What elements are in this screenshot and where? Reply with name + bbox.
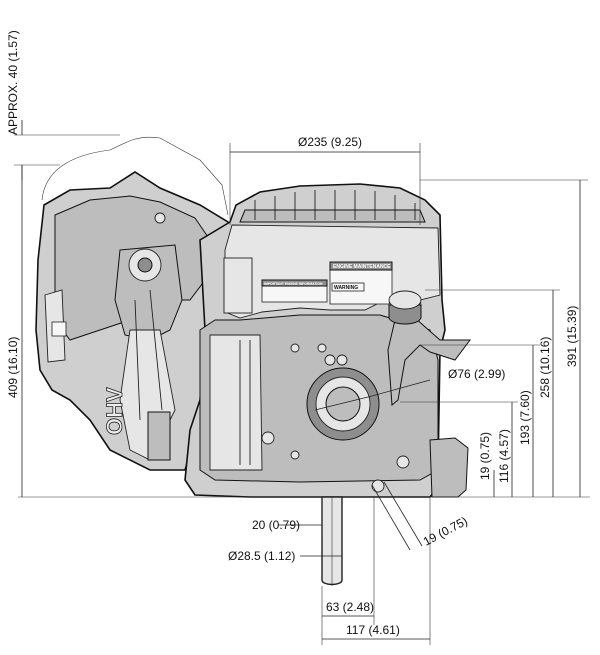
air-cleaner-ghost-outline <box>41 136 229 216</box>
approx-40-label: APPROX. 40 (1.57) <box>6 30 20 135</box>
engine-maintenance-text: ENGINE MAINTENANCE <box>333 264 391 270</box>
height-19-label: 19 (0.75) <box>478 432 492 480</box>
ohv-logo: OHV <box>102 387 128 436</box>
diameter-76-label: Ø76 (2.99) <box>448 367 505 381</box>
important-info-text: IMPORTANT ENGINE INFORMATION <box>264 282 323 286</box>
height-391-label: 391 (15.39) <box>565 306 579 367</box>
width-63-label: 63 (2.48) <box>326 600 374 614</box>
carburetor-linkage <box>114 244 183 461</box>
shaft-offset-label: 20 (0.79) <box>252 518 300 532</box>
dimension-lines <box>14 120 590 645</box>
width-117-label: 117 (4.61) <box>346 623 400 637</box>
height-116-label: 116 (4.57) <box>497 429 511 483</box>
crankshaft <box>321 496 343 586</box>
oil-fill-cap <box>387 290 471 407</box>
overall-height-label: 409 (16.10) <box>6 337 20 398</box>
pto-boss <box>306 367 380 441</box>
slot-19-label: 19 (0.75) <box>421 514 470 549</box>
right-bracket <box>429 437 469 498</box>
bolt-details <box>154 212 410 493</box>
shaft-diameter-label: Ø28.5 (1.12) <box>228 549 295 563</box>
warning-text: WARNING <box>334 285 358 291</box>
svg-text:OHV: OHV <box>102 387 127 435</box>
height-193-label: 193 (7.60) <box>518 390 532 445</box>
top-diameter-label: Ø235 (9.25) <box>298 135 362 149</box>
engine-illustration: ENGINE MAINTENANCE WARNING IMPORTANT ENG… <box>35 136 471 586</box>
cooling-fins <box>239 190 426 223</box>
height-258-label: 258 (10.16) <box>538 337 552 398</box>
